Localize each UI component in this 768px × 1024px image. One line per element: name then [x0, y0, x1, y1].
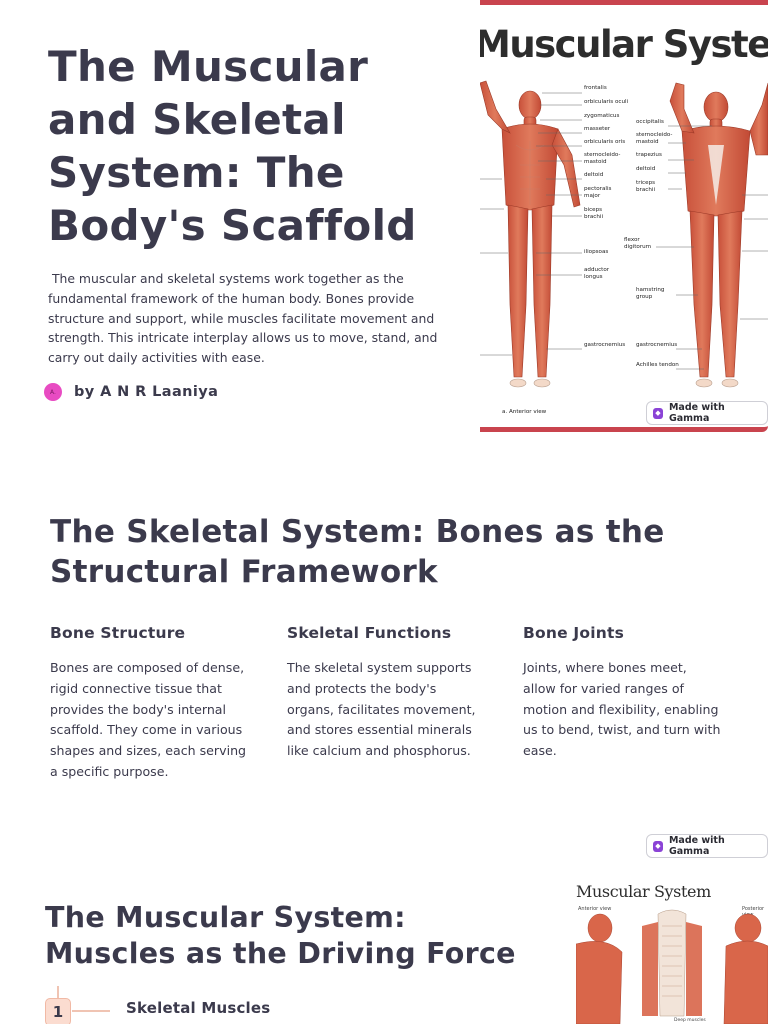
label-brachii: brachii: [584, 214, 604, 220]
made-with-gamma-badge-1[interactable]: ◆ Made with Gamma: [646, 401, 768, 425]
column-body: The skeletal system supports and protect…: [287, 660, 476, 759]
label-achilles-tendon: Achilles tendon: [636, 362, 679, 368]
label-brachii-posterior: brachii: [636, 187, 656, 193]
label-hamstring: hamstring: [636, 287, 665, 293]
intro-description: The muscular and skeletal systems work t…: [48, 271, 442, 366]
column-heading: Bone Structure: [50, 624, 186, 642]
label-mastoid: mastoid: [584, 159, 607, 165]
muscular-system-thumbnail: Muscular System Anterior view Posterior …: [576, 866, 768, 1024]
label-deltoid: deltoid: [584, 172, 604, 178]
section-title-skeletal: The Skeletal System: Bones as the Struct…: [50, 514, 665, 590]
thumbnail-caption-bottom: Deep muscles: [674, 1018, 706, 1023]
gamma-logo-icon: ◆: [653, 840, 663, 852]
label-trapezius: trapezius: [636, 152, 662, 158]
gamma-logo-icon: ◆: [653, 407, 663, 419]
label-flexor: flexor: [624, 237, 640, 243]
step-label: Skeletal Muscles: [126, 999, 271, 1017]
anterior-figure: [480, 80, 581, 388]
muscular-system-image: Muscular System: [480, 0, 768, 432]
label-biceps: biceps: [584, 207, 603, 213]
step-number-badge: 1: [45, 998, 71, 1024]
muscle-diagram: [480, 80, 768, 388]
author-name: by A N R Laaniya: [74, 384, 219, 400]
column-heading: Bone Joints: [523, 624, 625, 642]
column-body: Bones are composed of dense, rigid conne…: [50, 660, 247, 779]
avatar[interactable]: A.: [44, 383, 62, 401]
label-iliopsoas: iliopsoas: [584, 249, 609, 255]
thumbnail-diagram: [576, 909, 768, 1024]
label-sternocleido-posterior: sternocleido-: [636, 132, 673, 138]
column-bone-structure: Bone Structure Bones are composed of den…: [50, 622, 250, 783]
section-title-muscular: The Muscular System: Muscles as the Driv…: [45, 901, 516, 970]
column-heading: Skeletal Functions: [287, 624, 452, 642]
label-gastrocnemius-posterior: gastrocnemius: [636, 342, 678, 348]
label-orbicularis-oris: orbicularis oris: [584, 139, 626, 145]
label-orbicularis-oculi: orbicularis oculi: [584, 99, 629, 105]
diagram-labels: frontalis orbicularis oculi zygomaticus …: [480, 5, 768, 427]
column-bone-joints: Bone Joints Joints, where bones meet, al…: [523, 622, 723, 762]
image-poster-title: Muscular System: [480, 23, 768, 66]
label-digitorum: digitorum: [624, 244, 652, 250]
column-skeletal-functions: Skeletal Functions The skeletal system s…: [287, 622, 487, 762]
label-longus: longus: [584, 274, 603, 280]
page-title: The Muscular and Skeletal System: The Bo…: [48, 42, 417, 250]
label-zygomaticus: zygomaticus: [584, 113, 620, 119]
label-mastoid-posterior: mastoid: [636, 139, 659, 145]
label-occipitalis: occipitalis: [636, 119, 664, 125]
author-row: A. by A N R Laaniya: [44, 378, 218, 406]
label-pectoralis: pectoralis: [584, 186, 612, 192]
made-with-gamma-badge-2[interactable]: ◆ Made with Gamma: [646, 834, 768, 858]
label-masseter: masseter: [584, 126, 611, 132]
label-deltoid-posterior: deltoid: [636, 166, 656, 172]
label-view-caption: a. Anterior view: [502, 409, 547, 415]
label-triceps: triceps: [636, 180, 656, 186]
timeline-connector: [57, 986, 59, 998]
label-adductor: adductor: [584, 267, 610, 273]
timeline-connector: [72, 1010, 110, 1012]
label-sternocleido: sternocleido-: [584, 152, 621, 158]
thumbnail-caption-left: Anterior view: [578, 906, 612, 912]
badge-label: Made with Gamma: [668, 835, 725, 857]
avatar-initials: A.: [50, 388, 56, 396]
label-gastrocnemius-anterior: gastrocnemius: [584, 342, 626, 348]
label-group: group: [636, 294, 653, 300]
label-frontalis: frontalis: [584, 85, 607, 91]
label-major: major: [584, 193, 601, 199]
thumbnail-poster-title: Muscular System: [576, 882, 711, 901]
badge-label: Made with Gamma: [668, 402, 725, 424]
column-body: Joints, where bones meet, allow for vari…: [523, 660, 721, 759]
